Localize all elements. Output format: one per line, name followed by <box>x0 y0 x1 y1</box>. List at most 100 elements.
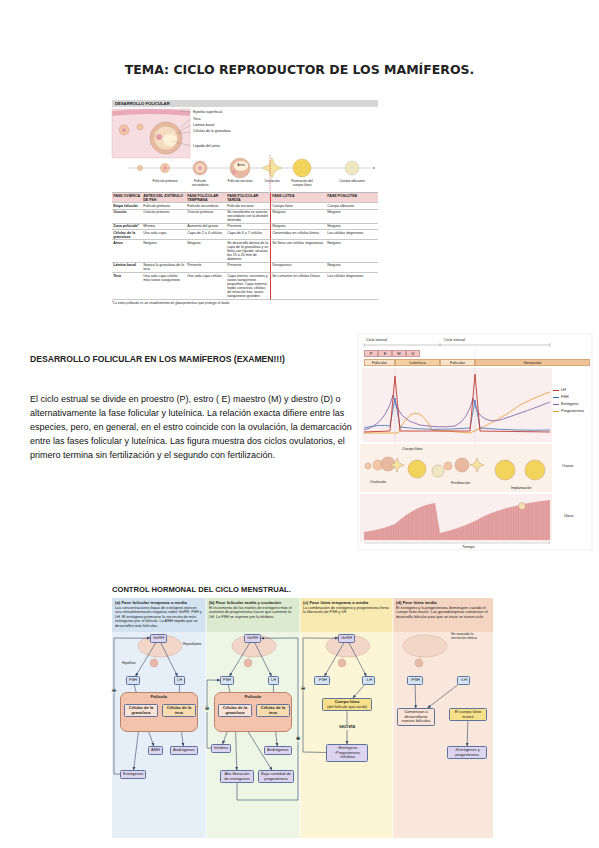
table-cell: Ninguno <box>142 240 186 262</box>
node-text: AMH <box>151 748 160 753</box>
table-cell: Ninguna <box>326 263 378 273</box>
node-text: GnRH <box>153 636 164 641</box>
estrous-chart <box>364 343 550 347</box>
edge-label: ⊖ <box>204 707 209 712</box>
phase-box: D <box>406 350 420 357</box>
follicle-table: FASE OVÁRICAANTES DEL ESTÍMULO DE FSHFAS… <box>112 192 378 300</box>
estrous-chart <box>360 494 552 542</box>
node-text: (d) Fase lútea tardía <box>396 600 490 605</box>
table-cell: Una sola capa celular <box>186 273 226 299</box>
hormone-panels <box>393 598 493 632</box>
ovary-wall-inset <box>137 124 143 130</box>
node-text: M <box>393 351 405 357</box>
arrow-connector <box>415 685 417 708</box>
text-label: Implantación <box>511 486 539 490</box>
legend-text: Progesterona <box>561 409 584 413</box>
brain-drawing <box>248 656 250 659</box>
legend-item: Progesterona <box>553 409 584 413</box>
hormone-box: FSH <box>220 676 234 685</box>
node-text: E <box>379 351 391 357</box>
follicle-stages <box>196 164 205 173</box>
estrous-chart <box>364 500 550 540</box>
follicle-stages <box>161 164 170 173</box>
follicle-box: FolículoCélulas de la granulosaCélulas d… <box>214 692 292 732</box>
hormone-panels <box>300 598 393 838</box>
node-text: Baja cantidad de progesterona <box>261 772 291 781</box>
section-heading: CONTROL HORMONAL DEL CICLO MENSTRUAL. <box>112 586 412 595</box>
text-label: Teca <box>193 117 233 121</box>
hormone-box: Alta liberación de estrógenos <box>220 770 254 783</box>
ovary-wall-inset <box>150 122 182 154</box>
node-text: El cuerpo lúteo muere <box>452 710 484 719</box>
text-label: Cuerpo lúteo <box>402 447 432 451</box>
table-cell: Ninguno <box>186 240 226 262</box>
table-cell: Una sola capa celular más vasos sanguíne… <box>142 273 186 299</box>
hormone-panels <box>112 598 206 632</box>
ovary-wall-inset <box>178 125 191 132</box>
text-label: Ovulación <box>370 480 394 484</box>
brain-drawing <box>342 656 344 659</box>
brain-drawing <box>154 656 156 659</box>
text-label: Fertilización <box>451 481 475 485</box>
corpus-luteum-box: El cuerpo lúteo muere <box>449 708 487 721</box>
hormone-box: Inhibina <box>211 744 231 753</box>
arrow-connector <box>428 685 458 708</box>
legend-line <box>553 390 559 391</box>
text-label: Ciclo estrual <box>366 338 406 342</box>
node-text: Las concentraciones bajas de estrógeno e… <box>115 606 203 628</box>
follicle-stages <box>128 155 375 191</box>
node-text: D <box>407 351 419 357</box>
node-text: (c) Fase lútea temprana a media <box>303 600 390 605</box>
table-cell: Ovocito <box>112 210 142 224</box>
hormone-box: ↑FSH <box>407 676 423 685</box>
text-label: Folículo terciario <box>226 180 254 184</box>
text-label: Hipófisis <box>122 661 142 665</box>
legend-item: Estrógeno <box>553 402 578 406</box>
arrow-connector <box>325 643 345 676</box>
follicle-stages <box>230 158 250 178</box>
arrow-connector <box>255 643 272 676</box>
estrous-chart <box>470 458 484 472</box>
hormone-panels <box>393 598 493 838</box>
node-text: ↑LH <box>460 678 467 683</box>
hormone-box: Andrógenos <box>264 746 292 755</box>
text-label: Epitelio superficial <box>193 110 233 114</box>
hormone-box: Baja cantidad de progesterona <box>258 770 294 783</box>
node-text: Inhibina <box>214 746 228 751</box>
brain-drawing <box>138 635 447 667</box>
estrous-chart <box>519 503 526 510</box>
text-label: Formación del cuerpo lúteo <box>287 180 317 188</box>
table-cell: Se convierte en células lúteas <box>270 273 326 299</box>
estrous-chart <box>364 500 550 540</box>
text-label: Cuerpo albicante <box>337 180 367 184</box>
legend-text: LH <box>561 388 566 392</box>
ovary-wall-inset <box>180 111 191 112</box>
table-cell: ANTES DEL ESTÍMULO DE FSH <box>142 193 186 203</box>
estrous-chart <box>495 460 515 480</box>
legend-line <box>553 411 559 412</box>
ovary-wall-inset <box>119 125 129 135</box>
hormone-box: AMH <box>148 746 163 755</box>
hormone-panels <box>206 598 300 838</box>
edge-label: ⊖ <box>111 689 116 694</box>
phase-bar: Folicular <box>440 359 475 366</box>
text-label: Folículo primario <box>152 180 178 184</box>
phase-panel: (c) Fase lútea temprana a mediaLa combin… <box>300 598 393 838</box>
node-text: Comienzan a desarrollarse nuevos folícul… <box>400 710 432 724</box>
node-text: Células de la granulosa <box>221 706 249 715</box>
text-label: Antro <box>234 164 248 168</box>
follicle-box: Comienzan a desarrollarse nuevos folícul… <box>397 708 435 726</box>
arrow-connector <box>161 643 178 676</box>
table-cell: Antro <box>112 240 142 262</box>
table-cell: FASE POSLÚTEA <box>326 193 378 203</box>
cell-box: Células de la granulosa <box>218 704 252 717</box>
node-text: Luteínica <box>396 360 439 366</box>
cell-box: Células de la teca <box>162 704 196 717</box>
table-cell: Se transforma en ovocito secundario con … <box>226 210 270 224</box>
ovary-wall-inset <box>176 132 191 134</box>
hormone-box: ↓Estrógenos y progesterona <box>447 746 487 759</box>
estrous-chart <box>365 457 545 480</box>
arrow-connector <box>303 638 338 752</box>
hormone-panels <box>206 598 300 632</box>
brain-drawing <box>150 659 158 667</box>
